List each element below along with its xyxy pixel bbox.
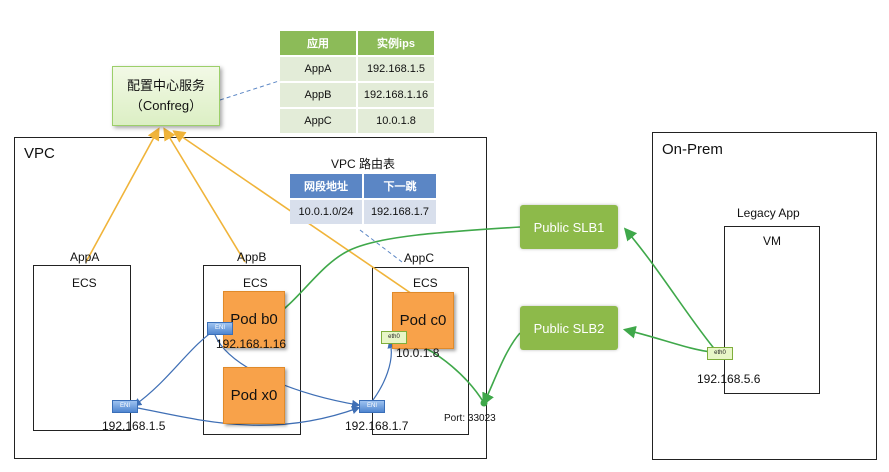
appC-port: Port: 33023: [444, 413, 496, 424]
appA-ecs-label: ECS: [72, 276, 97, 290]
vpc-label: VPC: [24, 145, 55, 162]
appC-eni-ip: 192.168.1.7: [345, 419, 409, 433]
onprem-frame: [652, 132, 877, 460]
appB-label: AppB: [237, 250, 267, 264]
table-row: AppB 192.168.1.16: [280, 83, 434, 107]
route-table: 网段地址 下一跳 10.0.1.0/24 192.168.1.7: [288, 172, 438, 226]
public-slb2: Public SLB2: [520, 306, 618, 350]
appC-ecs-label: ECS: [413, 276, 438, 290]
table-row: AppC 10.0.1.8: [280, 109, 434, 133]
vm-label: VM: [763, 234, 781, 248]
table-cell: 192.168.1.5: [358, 57, 434, 81]
table-cell: 192.168.1.16: [358, 83, 434, 107]
onprem-label: On-Prem: [662, 141, 723, 158]
app-ip-table: 应用 实例ips AppA 192.168.1.5 AppB 192.168.1…: [278, 29, 436, 135]
config-service-box: 配置中心服务 （Confreg）: [112, 66, 220, 126]
table-header-cell: 网段地址: [290, 174, 362, 198]
table-row: AppA 192.168.1.5: [280, 57, 434, 81]
route-table-title: VPC 路由表: [330, 157, 395, 171]
public-slb1: Public SLB1: [520, 205, 618, 249]
appA-eni: ENI: [112, 400, 138, 413]
appC-pod-ip: 10.0.1.8: [396, 346, 440, 360]
table-header-cell: 实例ips: [358, 31, 434, 55]
pod-b0: Pod b0: [223, 291, 285, 348]
table-header-cell: 下一跳: [364, 174, 436, 198]
table-header-row: 应用 实例ips: [280, 31, 434, 55]
appB-ecs-label: ECS: [243, 276, 268, 290]
appC-eth0: eth0: [381, 331, 407, 344]
appC-label: AppC: [404, 251, 435, 265]
pod-x0: Pod x0: [223, 367, 285, 424]
table-cell: AppB: [280, 83, 356, 107]
table-cell: 10.0.1.8: [358, 109, 434, 133]
table-cell: 10.0.1.0/24: [290, 200, 362, 224]
table-cell: AppC: [280, 109, 356, 133]
table-row: 10.0.1.0/24 192.168.1.7: [290, 200, 436, 224]
table-cell: AppA: [280, 57, 356, 81]
vm-frame: [724, 226, 820, 394]
appB-eni-ip: 192.168.1.16: [216, 337, 287, 351]
vm-ip: 192.168.5.6: [697, 372, 761, 386]
appA-label: AppA: [70, 250, 100, 264]
appC-eni: ENI: [359, 400, 385, 413]
table-header-cell: 应用: [280, 31, 356, 55]
legacy-app-label: Legacy App: [737, 206, 800, 220]
config-service-subtitle: （Confreg）: [129, 98, 203, 113]
appA-eni-ip: 192.168.1.5: [102, 419, 166, 433]
appB-eni: ENI: [207, 322, 233, 335]
vm-eth0: eth0: [707, 347, 733, 360]
table-cell: 192.168.1.7: [364, 200, 436, 224]
table-header-row: 网段地址 下一跳: [290, 174, 436, 198]
config-service-title: 配置中心服务: [126, 78, 205, 93]
